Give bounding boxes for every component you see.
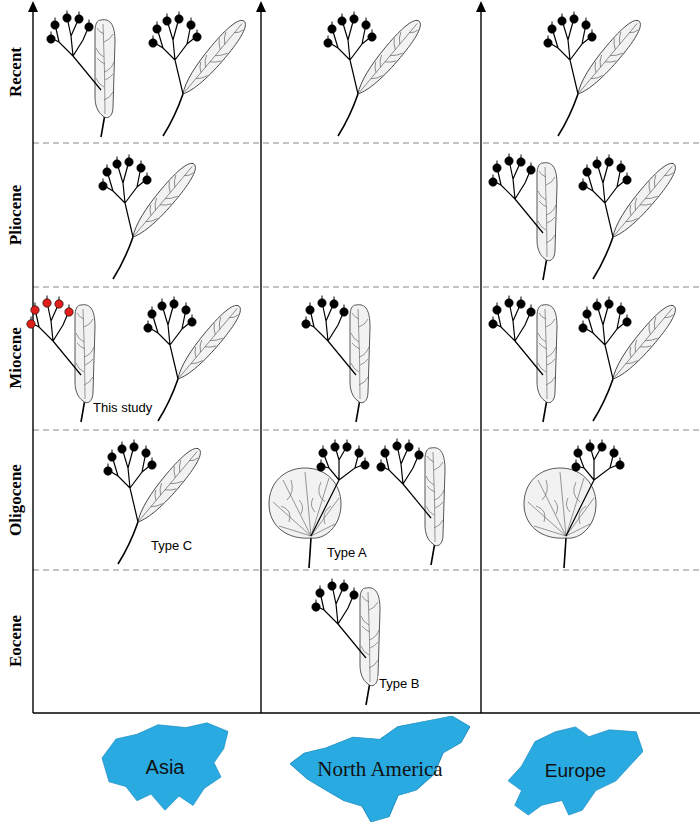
bract-type-a: [269, 440, 369, 569]
continent-shape: [102, 723, 228, 810]
bract-type-c: [99, 155, 201, 280]
continent-shape: [508, 727, 643, 815]
bract-type-c: [149, 12, 251, 137]
era-label: Pliocene: [6, 185, 26, 245]
annotation-label: Type B: [378, 676, 420, 691]
bract-type-b: [489, 154, 557, 281]
bract-type-b: [302, 296, 370, 423]
bract-type-c: [324, 12, 426, 137]
bract-type-c: [544, 12, 646, 137]
bract-type-c: [104, 440, 206, 565]
bract-type-c: [579, 297, 681, 422]
annotation-label: This study: [92, 400, 153, 415]
annotation-label: Type C: [150, 538, 193, 553]
continent-map: Asia: [95, 720, 235, 815]
era-label: Recent: [6, 47, 26, 97]
continent-name: Asia: [146, 756, 185, 779]
bract-type-b: [377, 439, 445, 566]
bract-type-b: [47, 11, 115, 138]
continent-name: Europe: [545, 760, 606, 782]
dashed-era-dividers: [33, 143, 700, 570]
era-label: Eocene: [6, 615, 26, 667]
bract-type-b: [489, 296, 557, 423]
bract-type-c: [144, 297, 246, 422]
bract-type-a: [524, 440, 624, 569]
continent-map: Europe: [508, 722, 643, 820]
bract-type-c: [579, 155, 681, 280]
annotation-label: Type A: [326, 545, 368, 560]
era-label: Oligocene: [6, 464, 26, 536]
continent-map: North America: [290, 716, 470, 822]
fossil-bracts: [27, 11, 681, 706]
continent-shape: [290, 716, 470, 822]
bract-this-study: [27, 296, 95, 423]
bract-type-b: [312, 579, 380, 706]
era-label: Miocene: [6, 327, 26, 388]
continent-name: North America: [317, 757, 442, 782]
time-axes: [28, 1, 700, 713]
